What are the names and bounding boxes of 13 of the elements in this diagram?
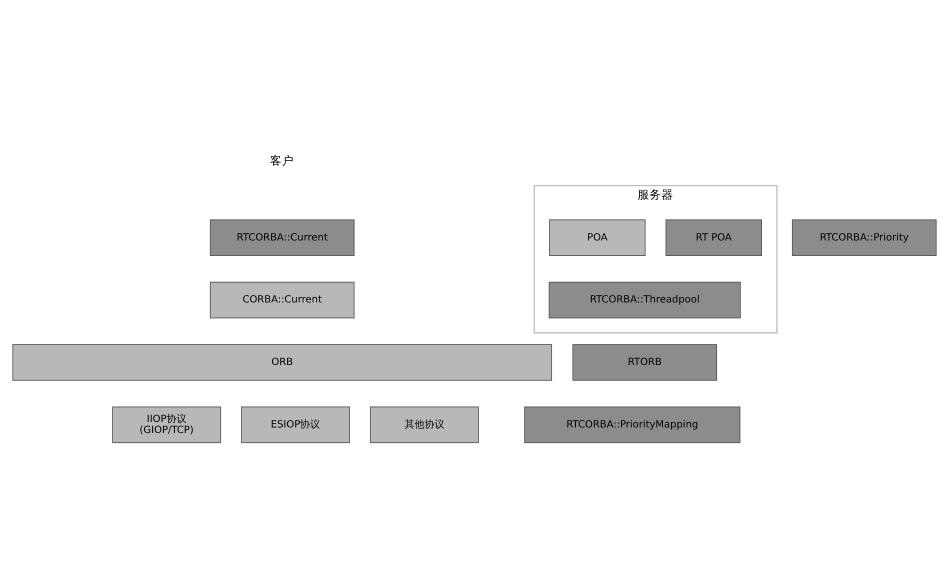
node-box: RTCORBA::PriorityMapping [524, 406, 740, 444]
label: 客户 [270, 153, 294, 168]
node-box: RT POA [666, 219, 762, 256]
node-box: RTCORBA::Current [210, 219, 355, 256]
node-box: ORB [12, 344, 552, 381]
node-box: POA [549, 219, 646, 256]
node-box: RTCORBA::Threadpool [548, 282, 741, 318]
node-box: RTORB [572, 344, 718, 381]
node-box: CORBA::Current [210, 282, 355, 318]
node-box: 其他协议 [370, 406, 479, 444]
node-box: IIOP协议 (GIOP/TCP) [112, 406, 222, 444]
node-box: ESIOP协议 [241, 406, 350, 444]
node-box: RTCORBA::Priority [792, 219, 937, 256]
